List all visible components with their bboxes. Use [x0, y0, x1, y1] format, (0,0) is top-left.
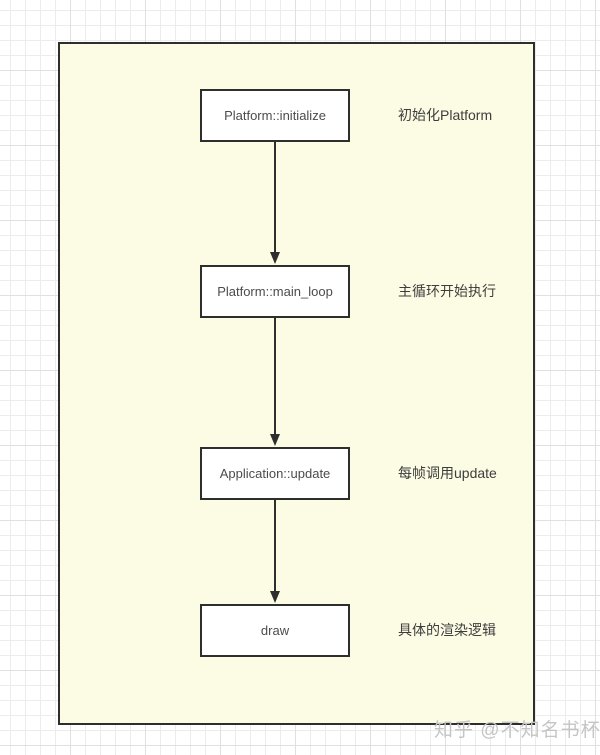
flow-node-annotation: 每帧调用update [398, 465, 497, 481]
flow-node-label: Platform::initialize [224, 108, 326, 123]
arrowhead-down-icon [270, 591, 280, 603]
flow-node-label: Application::update [219, 466, 331, 481]
flow-node-label: draw [260, 623, 290, 638]
flow-node-label: Platform::main_loop [217, 284, 333, 299]
flow-node-platform-initialize: Platform::initialize [200, 89, 350, 142]
arrow-connector [269, 500, 281, 603]
arrow-line [274, 142, 276, 252]
zhihu-watermark: 知乎 @不知名书杯 [434, 720, 600, 741]
arrow-line [274, 500, 276, 591]
flow-node-annotation: 主循环开始执行 [398, 283, 496, 299]
arrow-connector [269, 318, 281, 446]
arrowhead-down-icon [270, 252, 280, 264]
flow-node-draw: draw [200, 604, 350, 657]
flow-node-platform-main-loop: Platform::main_loop [200, 265, 350, 318]
arrowhead-down-icon [270, 434, 280, 446]
arrow-connector [269, 142, 281, 264]
flow-node-application-update: Application::update [200, 447, 350, 500]
flow-node-annotation: 初始化Platform [398, 107, 493, 123]
arrow-line [274, 318, 276, 434]
flow-node-annotation: 具体的渲染逻辑 [398, 622, 496, 638]
